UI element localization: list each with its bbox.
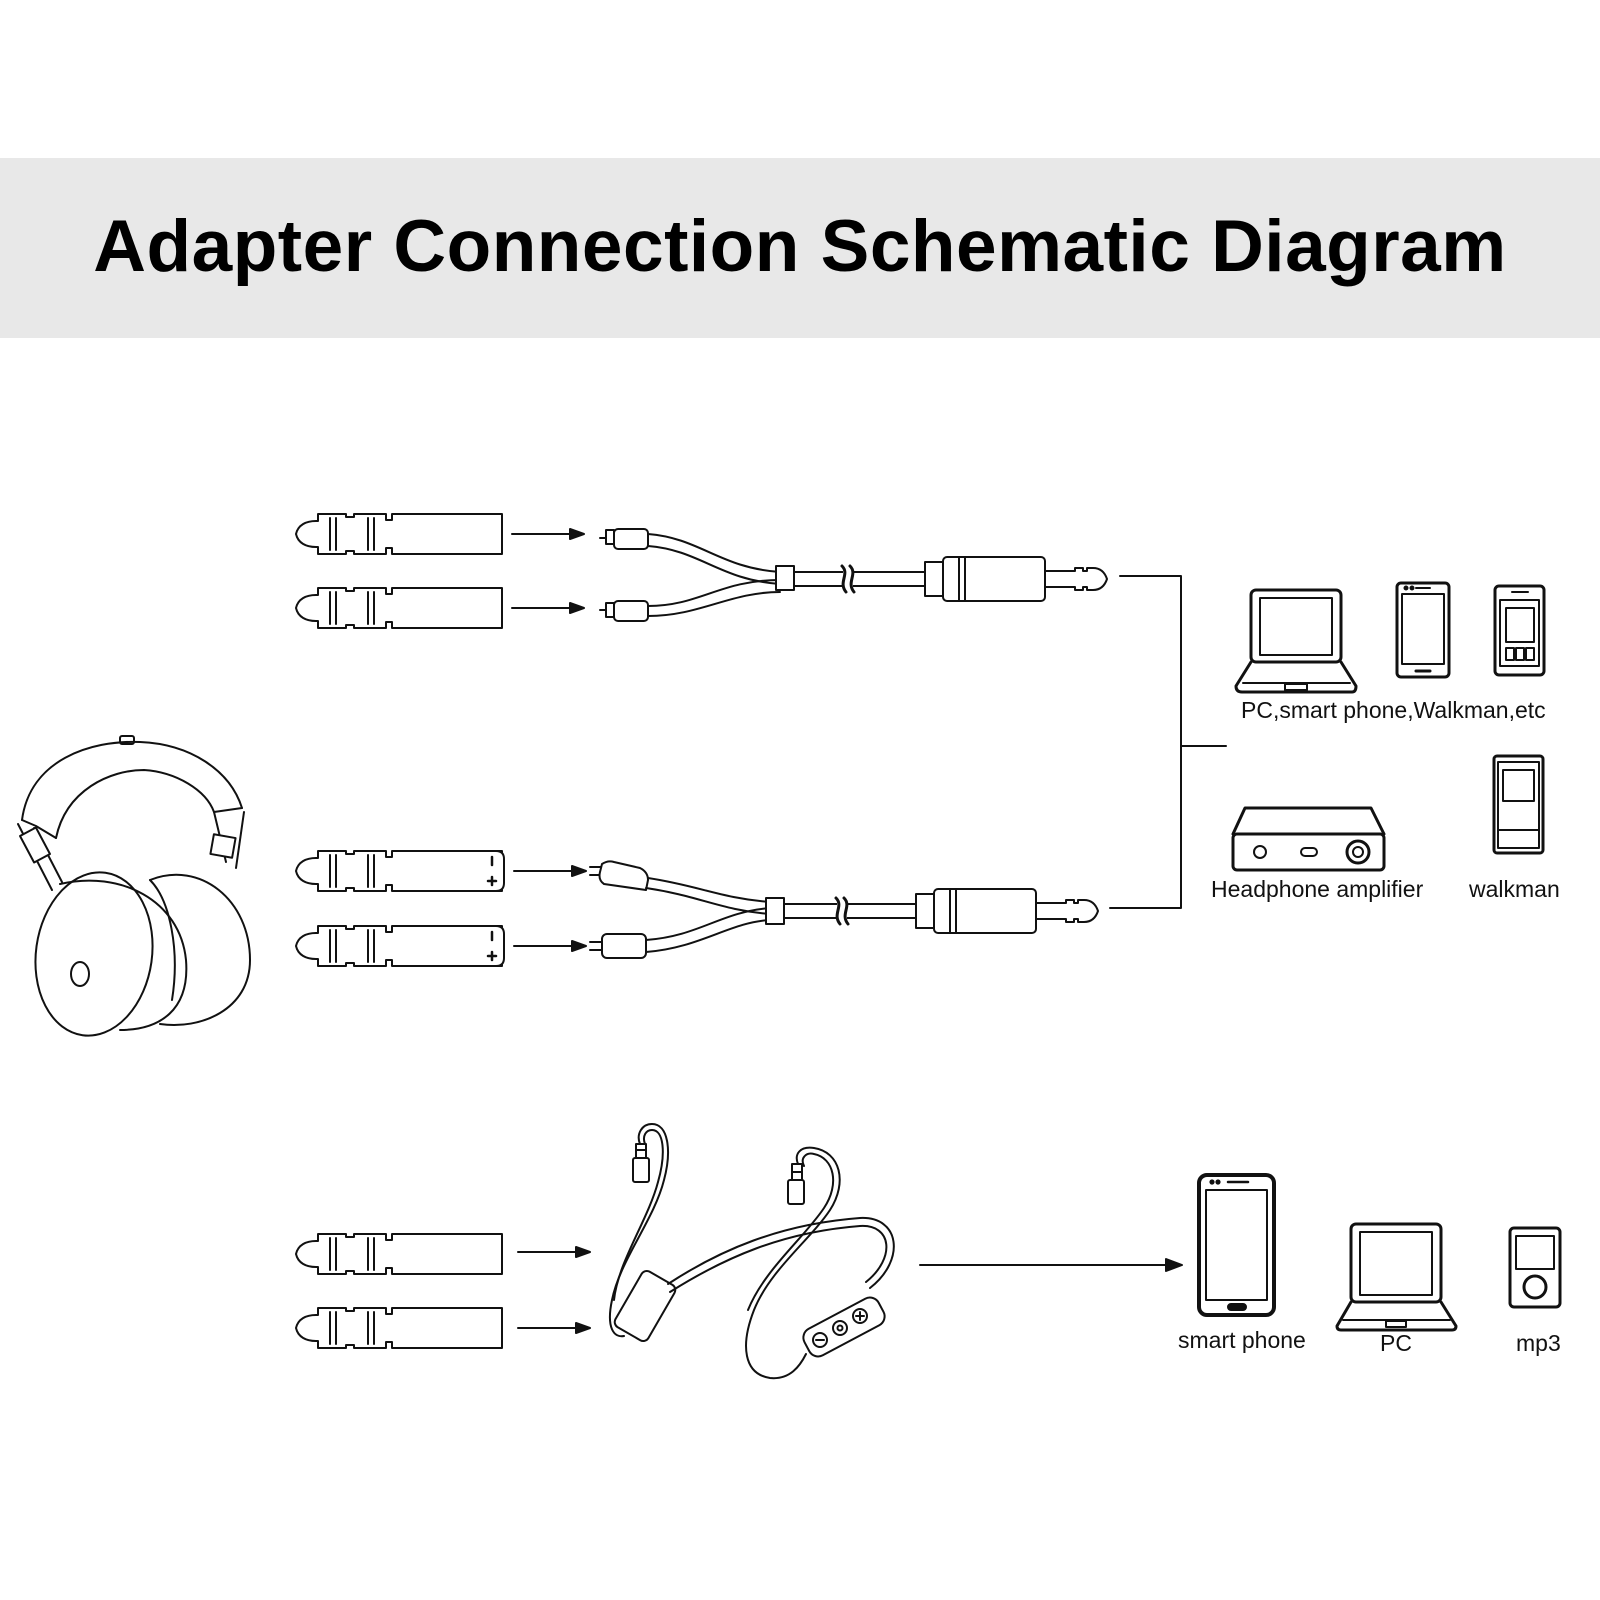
row3-arrow-bottom — [517, 1322, 591, 1334]
row1-arrow-top — [511, 528, 585, 540]
smart-phone-label: smart phone — [1178, 1327, 1306, 1353]
row1-adapter-top — [295, 513, 503, 555]
walkman-2-icon — [1494, 756, 1543, 853]
bluetooth-cable-icon — [610, 1124, 894, 1378]
row3-long-arrow — [920, 1259, 1182, 1271]
row1-y-cable — [600, 529, 1108, 621]
row2-adapter-top — [296, 851, 504, 891]
mp3-player-icon — [1510, 1228, 1560, 1307]
mp3-label: mp3 — [1516, 1330, 1561, 1356]
smartphone-icon — [1397, 583, 1449, 677]
pc-icon — [1337, 1224, 1456, 1330]
laptop-icon — [1236, 590, 1356, 692]
title-band — [0, 158, 1600, 338]
row2-adapter-bottom — [296, 926, 504, 966]
row2-y-cable — [590, 861, 1099, 958]
page-title: Adapter Connection Schematic Diagram — [93, 206, 1507, 287]
headphone-amplifier-label: Headphone amplifier — [1211, 876, 1424, 902]
row3-adapter-top — [295, 1233, 503, 1275]
headphones-icon — [18, 736, 250, 1043]
row3-arrow-top — [517, 1246, 591, 1258]
headphone-amplifier-icon — [1233, 808, 1384, 870]
row1-arrow-bottom — [511, 602, 585, 614]
row3-adapter-bottom — [295, 1307, 503, 1349]
connection-bracket — [1110, 576, 1226, 908]
pc-label: PC — [1380, 1330, 1412, 1356]
row2-arrow-top — [513, 865, 587, 877]
smart-phone-icon — [1199, 1175, 1274, 1315]
walkman-label: walkman — [1469, 876, 1560, 902]
walkman-icon — [1495, 586, 1544, 675]
row2-arrow-bottom — [513, 940, 587, 952]
row1-devices-label: PC,smart phone,Walkman,etc — [1241, 697, 1546, 723]
row1-adapter-bottom — [295, 587, 503, 629]
